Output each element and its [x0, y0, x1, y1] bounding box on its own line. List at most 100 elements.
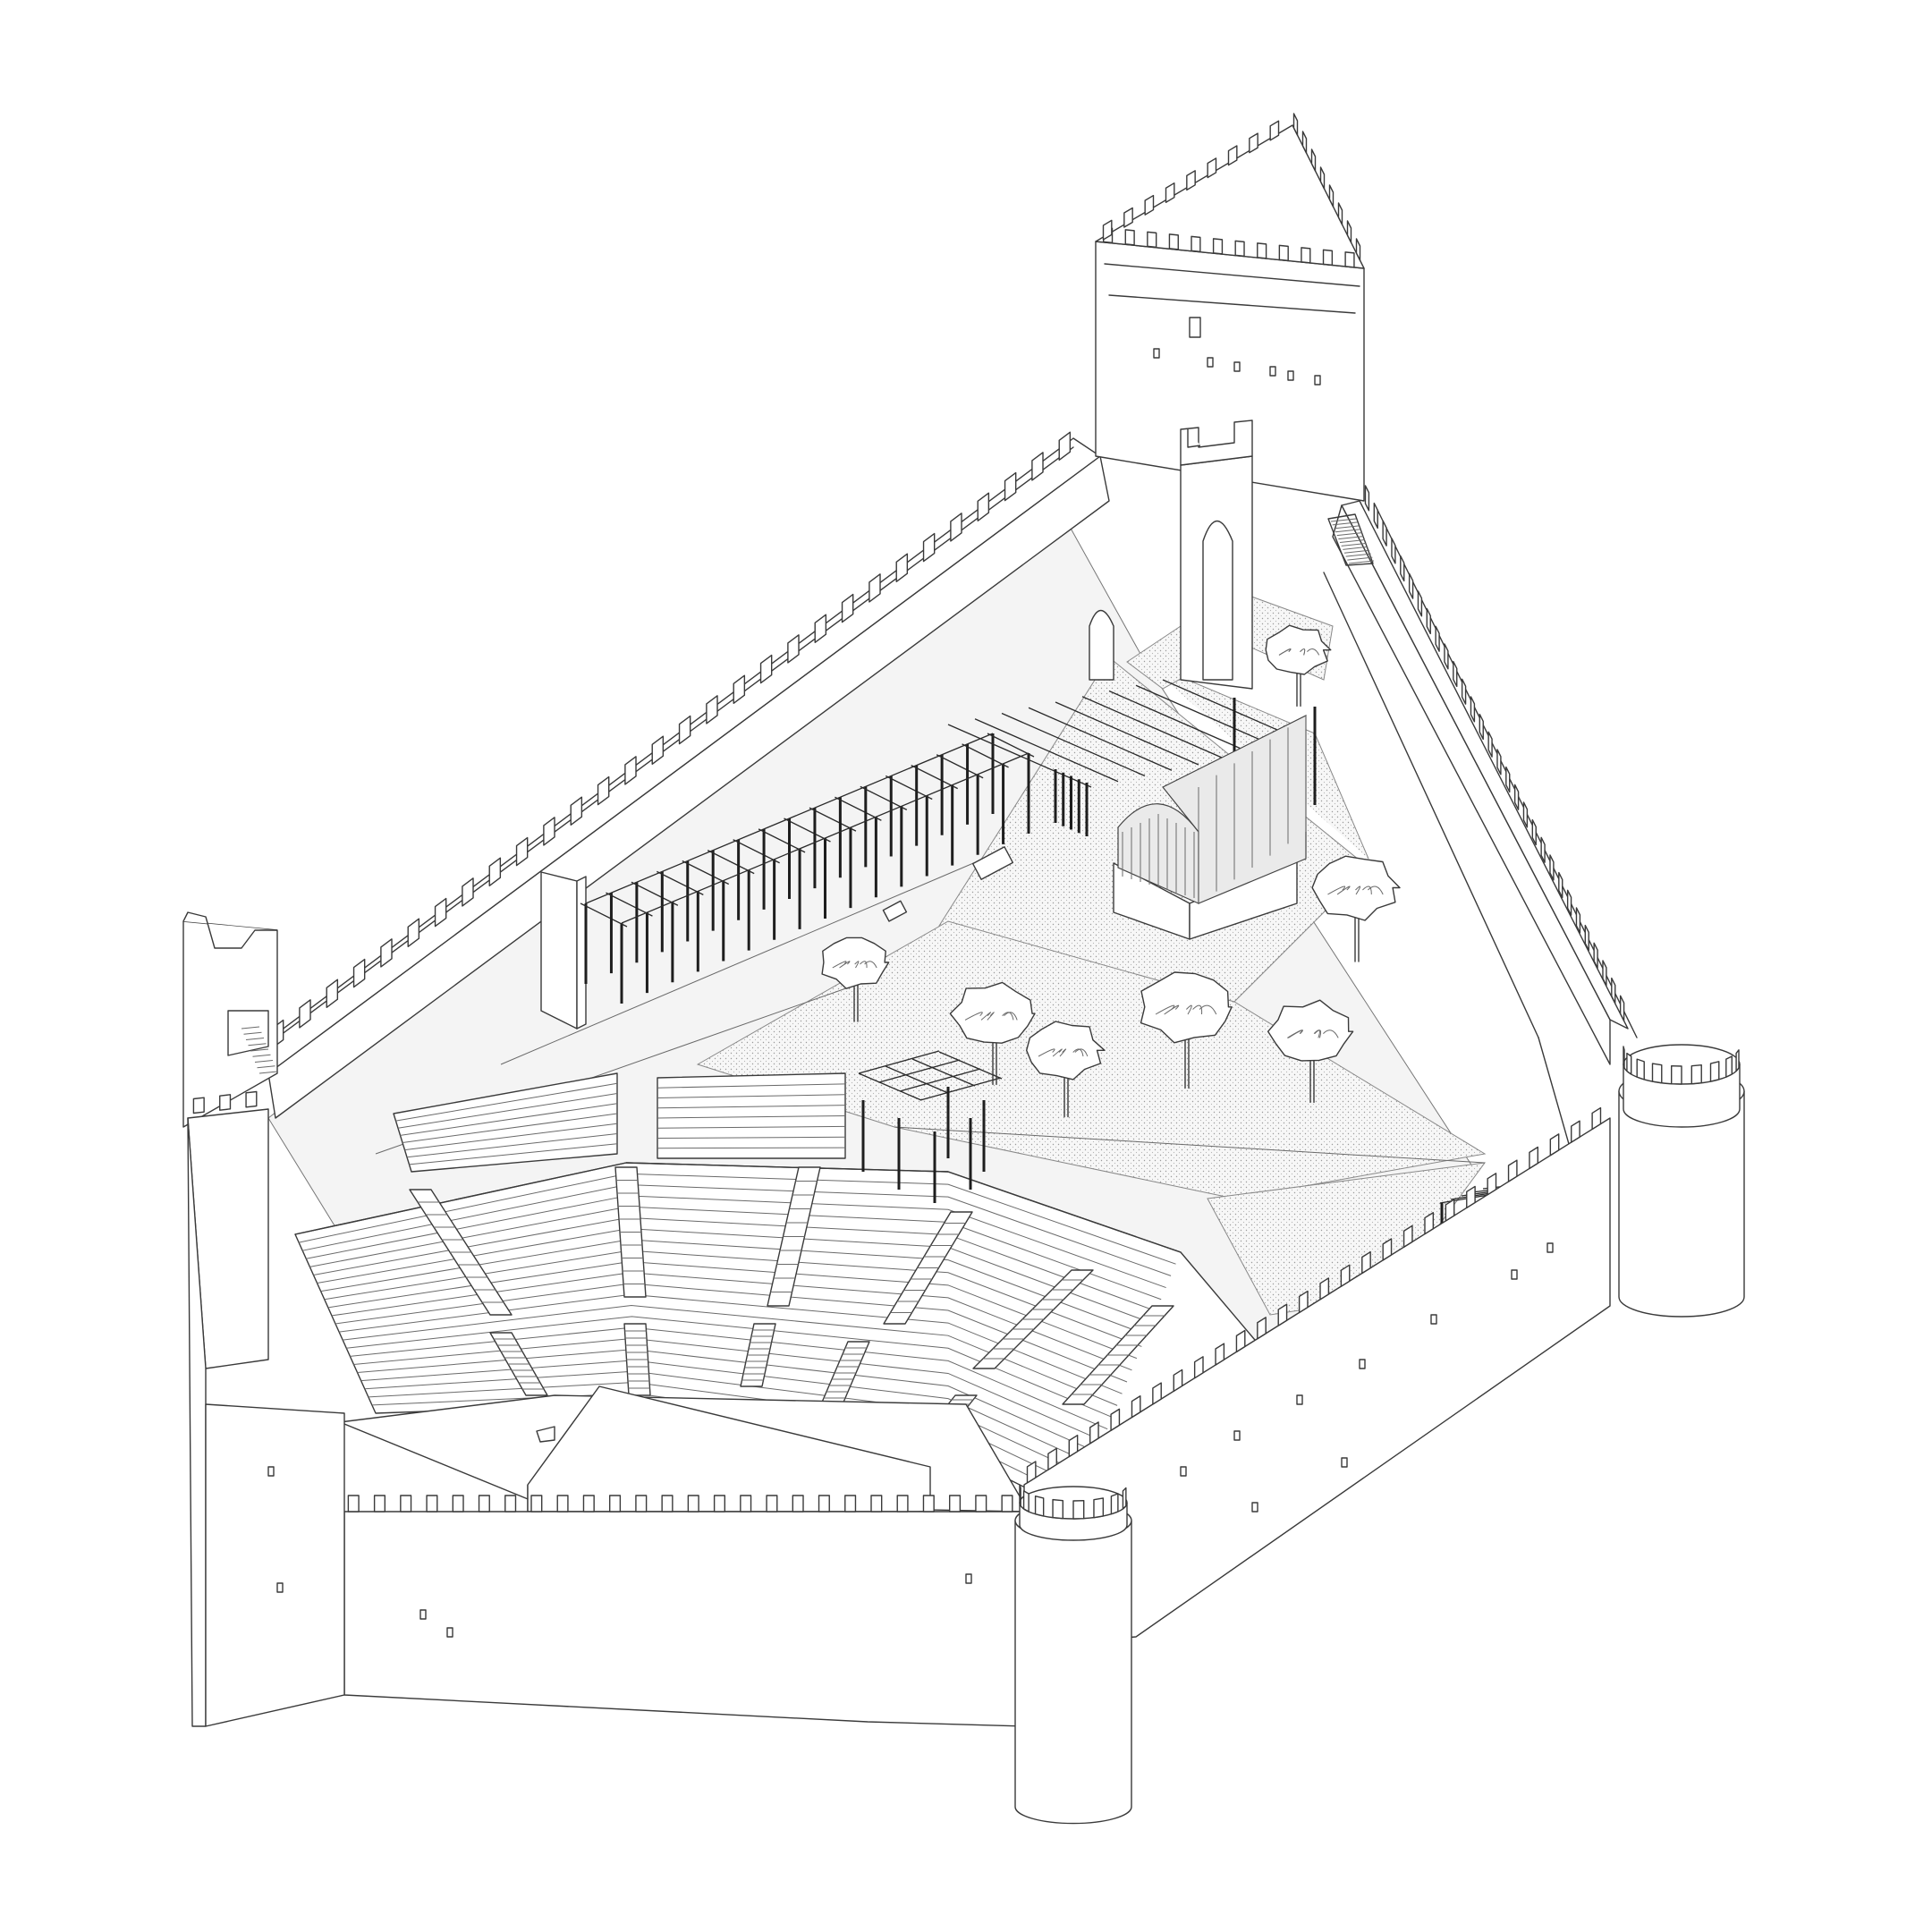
bench: [971, 846, 1014, 880]
pergola-beam: [947, 724, 1092, 788]
tree-canopy-detail: [1307, 648, 1320, 656]
amphitheatre: [294, 1072, 1280, 1513]
olive-tree: [1026, 1021, 1106, 1118]
merlon: [1417, 590, 1423, 617]
seat-row: [302, 1184, 1172, 1276]
pergola-beam: [911, 765, 958, 790]
gate-arch: [1202, 521, 1233, 681]
merlon: [1400, 555, 1405, 582]
merlon: [1470, 696, 1476, 723]
merlon: [1298, 1290, 1309, 1314]
merlon: [1549, 1133, 1560, 1157]
arrow-slit: [1341, 1457, 1348, 1468]
stair-step: [250, 1048, 269, 1052]
pergola-beam: [899, 1068, 981, 1092]
merlon: [1382, 520, 1387, 547]
pergola-beam: [885, 775, 933, 801]
seat-row: [339, 1293, 1123, 1394]
merlon: [1466, 1185, 1476, 1208]
merlon: [245, 1090, 258, 1108]
stair-step: [1343, 549, 1370, 554]
pergola-beam: [885, 1065, 949, 1094]
curtain-wall-southeast: [1023, 1106, 1611, 1647]
round-tower-south: [1014, 1484, 1132, 1825]
tree-canopy-detail: [1327, 886, 1346, 895]
merlon: [1566, 889, 1572, 916]
stair-step: [1338, 536, 1364, 540]
merlon: [1257, 1317, 1267, 1340]
curtain-wall-south: [205, 1403, 1025, 1727]
arrow-slit: [267, 1466, 275, 1477]
merlon: [1426, 607, 1431, 635]
merlon: [1522, 801, 1529, 828]
pergola-beam: [987, 733, 1035, 758]
merlon: [1602, 960, 1607, 987]
merlon: [733, 674, 746, 704]
tree-canopy-detail: [1074, 1048, 1089, 1057]
arrow-slit: [419, 1609, 427, 1620]
round-tower-east: [1618, 1044, 1745, 1318]
merlon: [1651, 1063, 1663, 1084]
merlon: [1034, 1496, 1045, 1517]
tree-canopy-detail: [1059, 1048, 1067, 1057]
stair-step: [1347, 556, 1373, 561]
tree-canopy-detail: [839, 961, 851, 969]
merlon: [1593, 942, 1598, 969]
merlon: [1355, 238, 1361, 261]
merlon: [1249, 132, 1258, 154]
merlon: [1479, 713, 1484, 741]
merlon: [1168, 233, 1179, 250]
merlon: [1186, 170, 1196, 191]
stair-step: [1334, 525, 1360, 530]
stair-step: [252, 1054, 271, 1057]
seat-row: [298, 1173, 1176, 1265]
merlon: [1124, 229, 1135, 246]
pergola-beam: [858, 1050, 940, 1074]
merlon: [1173, 1368, 1183, 1392]
merlon: [1131, 1395, 1141, 1419]
merlon: [1052, 1498, 1063, 1520]
arrow-slit: [1153, 348, 1160, 359]
tree-canopy: [1140, 971, 1233, 1044]
merlon: [1301, 131, 1308, 154]
merlon: [651, 735, 665, 765]
arrow-slit: [1546, 1242, 1554, 1253]
curtain-wall-northeast: [1323, 485, 1638, 1164]
olive-trees: [821, 624, 1401, 1118]
merlon: [713, 1495, 726, 1513]
merlon: [1310, 148, 1317, 172]
tree-canopy-detail: [1287, 1030, 1303, 1038]
seat-row: [350, 1326, 1108, 1430]
merlon: [504, 1495, 517, 1513]
merlon: [870, 1495, 883, 1513]
merlon: [1277, 1303, 1288, 1326]
pergola-beam: [1001, 712, 1146, 777]
tree-canopy-detail: [854, 961, 860, 969]
stair-step: [1330, 518, 1357, 522]
merlon: [1671, 1064, 1682, 1085]
seat-row: [657, 1115, 846, 1119]
arrow-slit: [1180, 1466, 1187, 1477]
pergola-beam: [1028, 707, 1173, 771]
pergola-beam: [919, 1077, 1002, 1101]
merlon: [452, 1495, 464, 1513]
stair-step: [258, 1071, 278, 1074]
merlon: [1507, 1159, 1518, 1182]
pergola-beam: [938, 1051, 1003, 1080]
merlon: [1636, 1058, 1645, 1080]
merlon: [1584, 924, 1589, 952]
tree-canopy-detail: [1038, 1048, 1055, 1057]
tree-canopy: [1267, 999, 1354, 1062]
merlon: [347, 1495, 360, 1513]
olive-tree: [1140, 971, 1233, 1089]
pergola-beam: [1108, 690, 1253, 755]
stair-step: [1335, 529, 1361, 533]
merlon: [1591, 1106, 1602, 1131]
pergola-beam: [974, 718, 1119, 783]
keep-window: [1189, 317, 1201, 338]
merlon: [1019, 1484, 1021, 1507]
merlon: [1207, 157, 1217, 179]
merlon: [1690, 1063, 1702, 1085]
merlon: [1340, 1264, 1351, 1287]
merlon: [1031, 452, 1044, 481]
